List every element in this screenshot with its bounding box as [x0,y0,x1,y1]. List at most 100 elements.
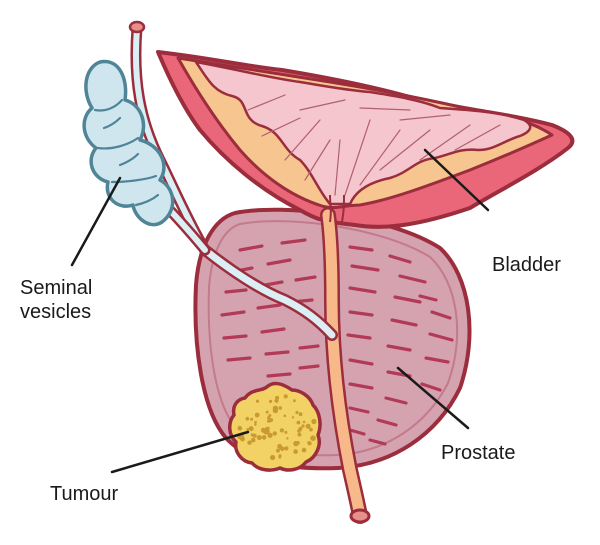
tumour-dot [311,418,317,425]
tumour-dot [283,414,287,418]
tissue-streak [266,258,292,266]
tumour-dot [296,441,300,445]
tumour-dot [269,399,273,403]
tissue-streak [368,438,387,446]
tissue-streak [260,327,286,334]
tissue-streak [224,288,248,294]
tissue-streak [398,274,427,284]
tumour-dot [308,442,312,446]
prostate-inner-edge [207,220,459,457]
urethra [320,194,371,524]
tumour-dot [298,426,303,431]
tumour-dot [267,432,273,438]
tumour-dot [250,437,256,443]
seminal-vesicles-label-line2: vesicles [20,301,92,323]
tumour-dot [247,440,252,445]
tissue-streak [298,344,320,350]
tumour-dot [278,455,282,459]
prostate-leader [396,366,470,430]
tumour-dot [261,435,267,440]
bladder-lining-folds [247,94,501,196]
seminal-vesicles-label-line1: Seminal [20,277,93,299]
tumour-dot [302,420,306,424]
bladder [156,50,575,229]
tumour-dot [254,412,260,418]
tissue-streak [428,332,454,342]
tumour-dot [272,405,279,411]
tumour-dot [310,435,316,442]
tumour-dot [248,426,254,432]
tumour-dot [276,448,280,453]
tumour-dot [295,410,299,415]
tumour-dot [307,425,311,428]
tumour-dot [245,416,250,421]
tissue-streak [226,356,252,362]
tumour-dot [296,420,301,425]
tumour-dot [291,416,295,419]
tissue-streak [430,310,452,320]
tumour-dot [275,395,280,400]
tissue-streak [350,264,380,272]
tissue-streak [266,372,292,378]
vas-deferens-end [128,20,146,34]
tumour-dot [298,412,303,417]
seminal-vesicles [82,59,211,256]
tissue-streak [418,294,438,302]
urethra-opening [349,508,371,524]
tissue-streak [238,244,264,252]
tissue-streak [298,364,320,370]
tumour-dot [240,436,245,442]
tumour-dot [278,406,283,410]
bladder-label: Bladder [492,254,561,276]
tumour-mass [228,381,322,472]
tissue-streak [264,350,290,356]
tumour-dot [254,420,257,424]
tissue-streak [348,358,374,366]
tumour-dot [297,432,302,437]
tissue-streak [386,344,412,352]
tumour-dot [293,449,298,454]
tumour [228,381,322,472]
tumour-dot [264,428,270,435]
tissue-streak [393,295,422,304]
tissue-streak [376,418,398,427]
tumour-dot [286,437,289,440]
tissue-streak [348,382,374,390]
tumour-dot [250,417,254,421]
tissue-streak [384,396,408,405]
tissue-streak [348,286,377,294]
tissue-streak [256,303,282,310]
tissue-streak [220,310,246,317]
tissue-streak [294,275,317,282]
tumour-label: Tumour [50,483,119,505]
prostate-label: Prostate [441,442,516,464]
tumour-dot [309,427,313,432]
tumour-dot [267,419,271,423]
leader-lines [70,148,490,474]
tissue-streak [222,334,248,340]
tumour-dot [255,399,260,403]
tumour-dot [284,446,289,451]
tumour-dot [293,399,296,403]
tissue-streak [348,406,370,414]
tissue-streak [348,310,374,317]
tumour-dot [237,425,243,431]
tumour-dot [265,410,269,414]
tumour-dot [268,414,272,417]
tissue-streak [280,238,307,245]
tissue-streak [420,382,442,392]
tumour-dot [279,428,284,433]
tumour-texture [237,394,317,461]
tumour-dot [301,447,307,453]
tumour-dot [284,430,288,434]
bladder-leader [423,148,490,212]
tumour-dot [270,454,276,461]
tumour-dot [252,433,257,438]
seminal-vesicles-leader [70,176,122,267]
ejaculatory-duct [199,244,338,341]
tissue-streak [390,318,418,327]
tumour-dot [256,435,262,441]
prostate-tissue-streaks [220,238,454,446]
